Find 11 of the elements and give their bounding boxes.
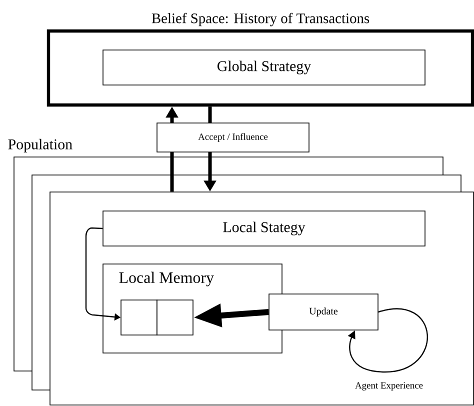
arrow bbox=[348, 308, 428, 373]
update-box: Update bbox=[268, 294, 378, 330]
heading: Population bbox=[8, 138, 72, 152]
edge-label: Agent Experience bbox=[354, 381, 424, 392]
memory-cell bbox=[156, 300, 194, 336]
memory-cell bbox=[120, 300, 158, 336]
heading: Belief Space: History of Transactions bbox=[152, 12, 370, 26]
strategy-box: Global Strategy bbox=[102, 50, 426, 86]
heading: Local Memory bbox=[119, 272, 214, 286]
label-box: Accept / Influence bbox=[156, 122, 310, 152]
strategy-box: Local Stategy bbox=[102, 210, 426, 246]
